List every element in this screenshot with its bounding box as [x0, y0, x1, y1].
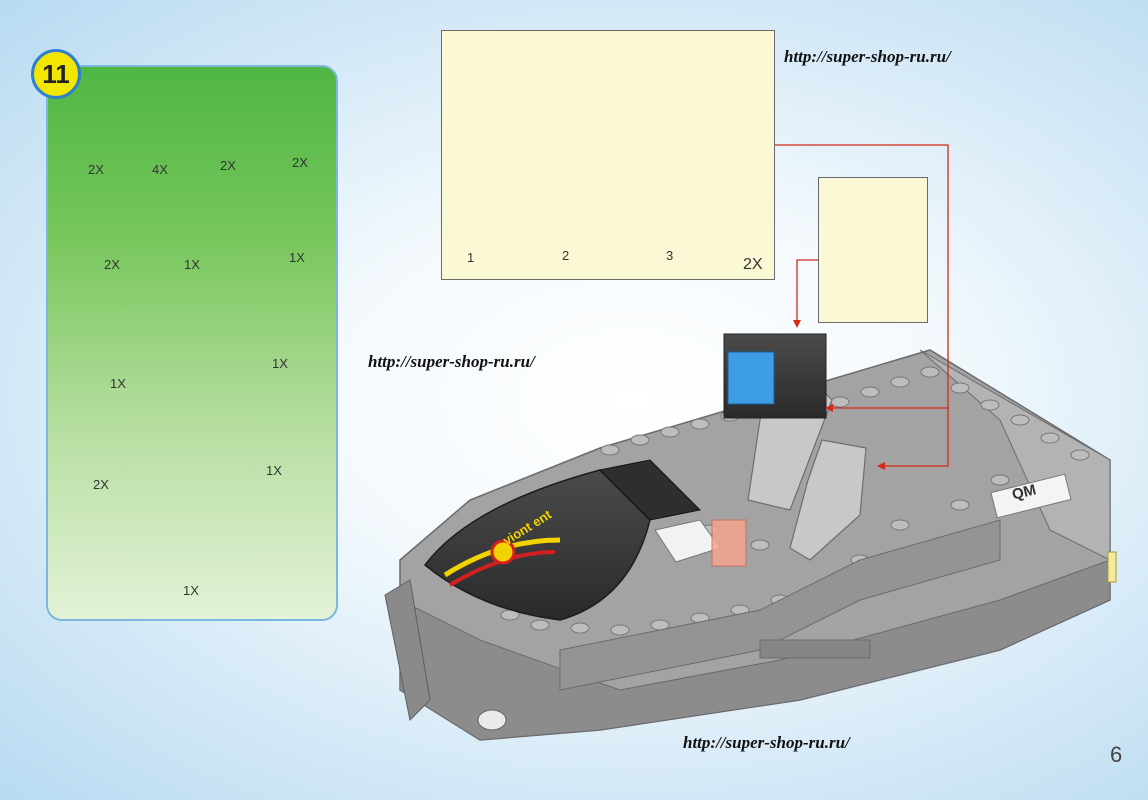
- substep-label-3: 3: [666, 248, 674, 263]
- part-qty-brick-1x2-white: 2X: [104, 257, 120, 272]
- watermark-url-middle[interactable]: http://super-shop-ru.ru/: [368, 352, 535, 371]
- page-number: 6: [1110, 742, 1123, 767]
- part-qty-curved-slope-printed-right: 1X: [183, 583, 199, 598]
- part-qty-brick-1x1-black: 2X: [93, 477, 109, 492]
- substep-label-2: 2: [562, 248, 570, 263]
- watermark-url-top[interactable]: http://super-shop-ru.ru/: [784, 47, 951, 66]
- part-qty-curved-slope-printed-left: 1X: [266, 463, 282, 478]
- part-qty-plate-with-ball-joints: 2X: [220, 158, 236, 173]
- substep-label-1: 1: [467, 250, 475, 265]
- part-qty-tile-1x2: 2X: [292, 155, 308, 170]
- part-qty-slope-black-small: 1X: [184, 257, 200, 272]
- part-qty-slope-white-printed: 1X: [289, 250, 305, 265]
- stack-subassembly-box: [818, 177, 928, 323]
- parts-panel: [46, 65, 338, 621]
- step-number-badge: 11: [31, 49, 81, 99]
- subassembly-box: [441, 30, 775, 280]
- part-qty-bracket-clip: 4X: [152, 162, 168, 177]
- part-qty-windscreen-black-blue: 1X: [110, 376, 126, 391]
- watermark-url-bottom[interactable]: http://super-shop-ru.ru/: [683, 733, 850, 752]
- part-qty-plate-1x2-with-pin: 2X: [88, 162, 104, 177]
- car-assembly: [384, 333, 1117, 741]
- subassembly-multiplier: 2X: [743, 256, 763, 273]
- part-qty-slope-black-2x4: 1X: [272, 356, 288, 371]
